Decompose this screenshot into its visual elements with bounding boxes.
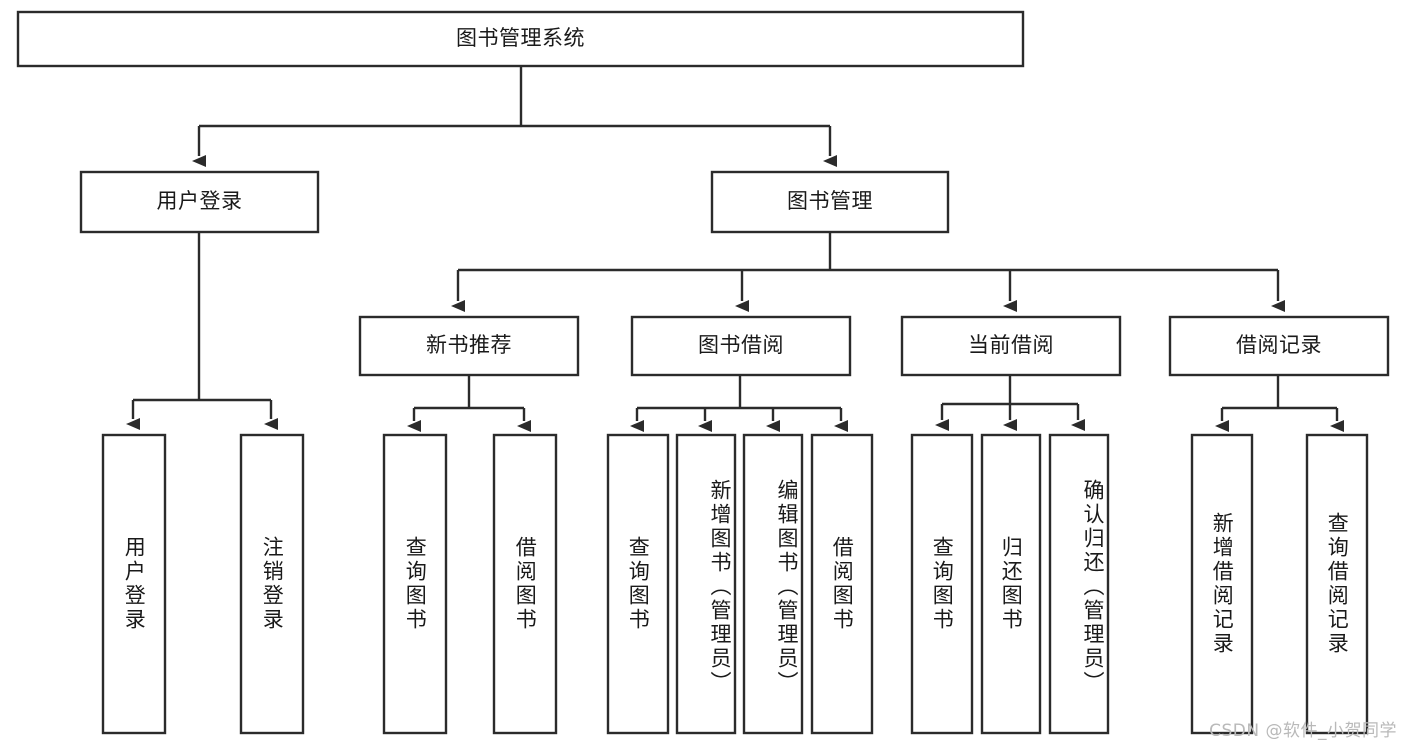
node-box-leaf-query-book-2[interactable] — [606, 433, 670, 735]
node-box-leaf-query-record[interactable] — [1305, 433, 1369, 735]
node-box-leaf-user-login[interactable] — [101, 433, 167, 735]
node-box-book-borrow[interactable] — [630, 315, 852, 377]
node-box-leaf-logout[interactable] — [239, 433, 305, 735]
node-box-leaf-return-book[interactable] — [980, 433, 1042, 735]
node-box-leaf-borrow-book-2[interactable] — [810, 433, 874, 735]
node-box-borrow-record[interactable] — [1168, 315, 1390, 377]
node-box-root[interactable] — [16, 10, 1025, 68]
node-box-leaf-borrow-book-1[interactable] — [492, 433, 558, 735]
node-box-leaf-add-record[interactable] — [1190, 433, 1254, 735]
node-box-user-login[interactable] — [79, 170, 320, 234]
node-box-leaf-query-book-1[interactable] — [382, 433, 448, 735]
node-box-leaf-add-book[interactable] — [675, 433, 737, 735]
node-box-new-book-rec[interactable] — [358, 315, 580, 377]
node-box-group — [16, 10, 1390, 735]
node-box-book-manage[interactable] — [710, 170, 950, 234]
csdn-watermark: CSDN @软件_小贺同学 — [1209, 721, 1397, 741]
node-box-leaf-edit-book[interactable] — [742, 433, 804, 735]
connector-group — [126, 66, 1344, 432]
node-box-current-borrow[interactable] — [900, 315, 1122, 377]
node-box-leaf-confirm-return[interactable] — [1048, 433, 1110, 735]
node-box-leaf-query-book-3[interactable] — [910, 433, 974, 735]
